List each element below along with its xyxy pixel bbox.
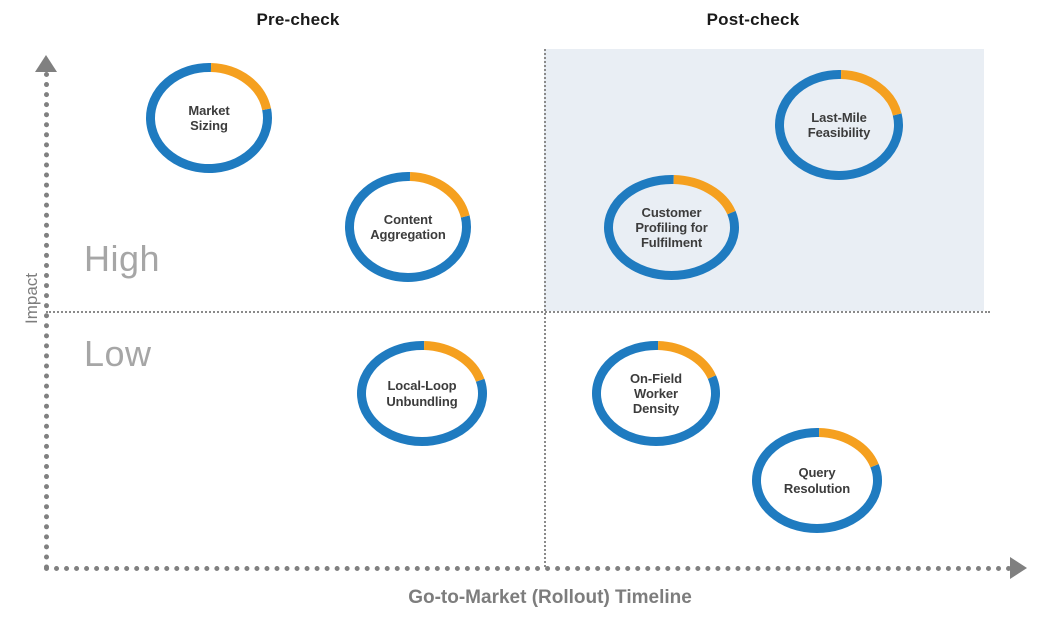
- donut-arc-blue: [357, 341, 487, 446]
- y-axis-line: [44, 72, 49, 570]
- donut-arc-orange: [818, 428, 879, 468]
- donut-arc-orange: [210, 63, 272, 111]
- donut-ring-icon: [357, 341, 487, 446]
- donut-arc-blue: [752, 428, 882, 533]
- highlight-region-post-check-high-impact: [544, 49, 984, 311]
- donut-ring-icon: [592, 341, 720, 446]
- y-axis-arrow-icon: [35, 55, 57, 72]
- donut-arc-orange: [409, 172, 470, 218]
- donut-ring-icon: [345, 172, 471, 282]
- donut-arc-blue: [604, 175, 739, 280]
- horizontal-quadrant-divider: [46, 311, 990, 313]
- column-header-pre-check: Pre-check: [256, 10, 340, 29]
- x-axis-title: Go-to-Market (Rollout) Timeline: [408, 587, 692, 608]
- donut-arc-orange: [657, 341, 717, 380]
- donut-arc-blue: [146, 63, 272, 173]
- donut-arc-orange: [423, 341, 485, 383]
- donut-arc-blue: [775, 70, 903, 180]
- y-axis-title: Impact: [22, 272, 41, 324]
- donut-arc-blue: [345, 172, 471, 282]
- impact-band-label-high: High: [84, 238, 161, 279]
- column-header-post-check: Post-check: [706, 10, 800, 29]
- impact-band-label-low: Low: [84, 333, 152, 374]
- donut-ring-icon: [604, 175, 739, 280]
- donut-arc-orange: [840, 70, 902, 116]
- donut-ring-icon: [146, 63, 272, 173]
- donut-arc-blue: [592, 341, 720, 446]
- donut-ring-icon: [752, 428, 882, 533]
- donut-arc-orange: [673, 175, 736, 215]
- donut-ring-icon: [775, 70, 903, 180]
- x-axis-arrow-icon: [1010, 557, 1027, 579]
- vertical-quadrant-divider: [544, 49, 546, 567]
- x-axis-line: [44, 566, 1012, 571]
